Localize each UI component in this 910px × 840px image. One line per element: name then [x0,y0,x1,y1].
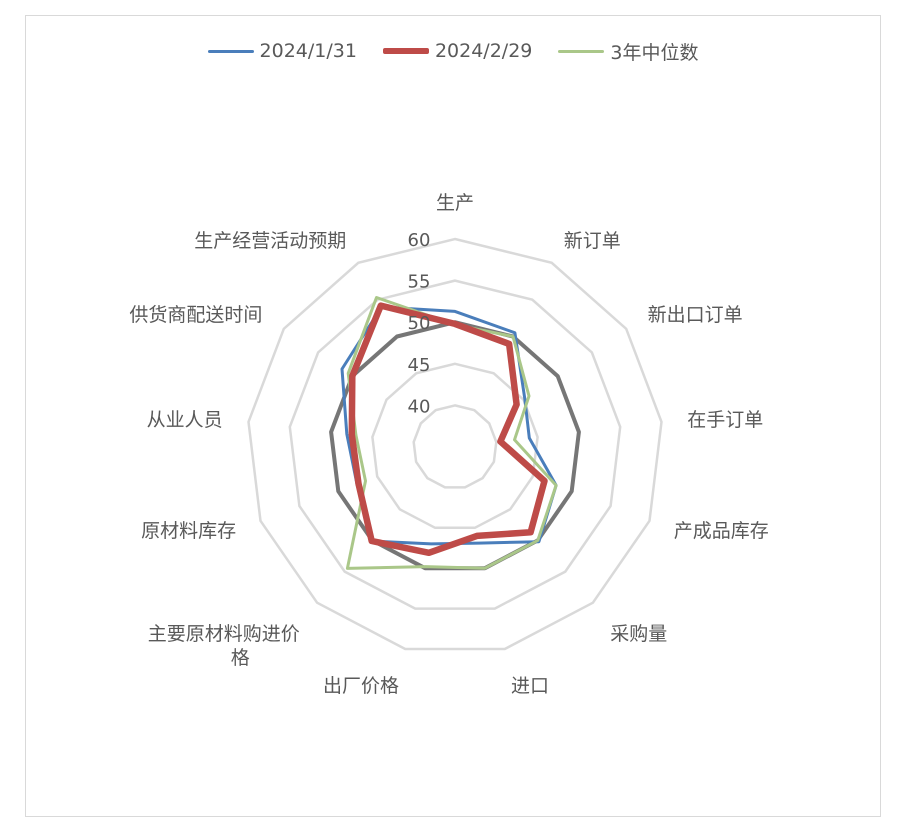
grid-ring-40 [412,404,498,489]
axis-label-1: 新订单 [564,230,621,252]
tick-label-60: 60 [408,230,431,251]
legend-item-0: 2024/1/31 [207,40,357,62]
axis-label-7: 出厂价格 [323,675,399,697]
axis-label-line: 格 [231,647,250,669]
axis-label-8: 主要原材料购进价格 [148,623,300,669]
grid-layer [247,237,663,651]
legend-item-1: 2024/2/29 [382,40,533,62]
tick-layer: 40 45 50 55 60 [408,230,431,417]
axis-label-line: 主要原材料购进价 [148,623,300,645]
axis-label-6: 进口 [511,675,549,697]
axis-label-4: 产成品库存 [674,520,769,542]
legend-swatch [558,49,605,53]
legend-item-2: 3年中位数 [558,38,698,65]
axis-label-11: 供货商配送时间 [129,304,262,326]
legend-label: 2024/1/31 [259,40,357,62]
axis-label-5: 采购量 [610,623,667,645]
axis-label-3: 在手订单 [687,409,763,431]
tick-label-45: 45 [408,355,431,376]
tick-label-40: 40 [408,396,431,417]
legend: 2024/1/31 2024/2/29 3年中位数 [25,36,881,66]
grid-ring-60 [247,237,663,651]
chart-frame [25,15,881,817]
axis-label-0: 生产 [436,192,474,214]
series-layer [340,296,558,570]
axis-label-12: 生产经营活动预期 [194,230,346,252]
series-line-0 [340,305,558,546]
legend-label: 3年中位数 [610,41,699,64]
series-line-1 [348,302,548,557]
tick-label-55: 55 [408,272,431,293]
axis-label-10: 从业人员 [147,409,223,431]
axis-label-9: 原材料库存 [141,520,236,542]
legend-label: 2024/2/29 [434,40,533,62]
axis-label-2: 新出口订单 [648,304,743,326]
grid-ring-55 [288,279,622,610]
legend-swatch [382,47,429,55]
tick-label-50: 50 [408,313,431,334]
legend-swatch [207,49,254,53]
